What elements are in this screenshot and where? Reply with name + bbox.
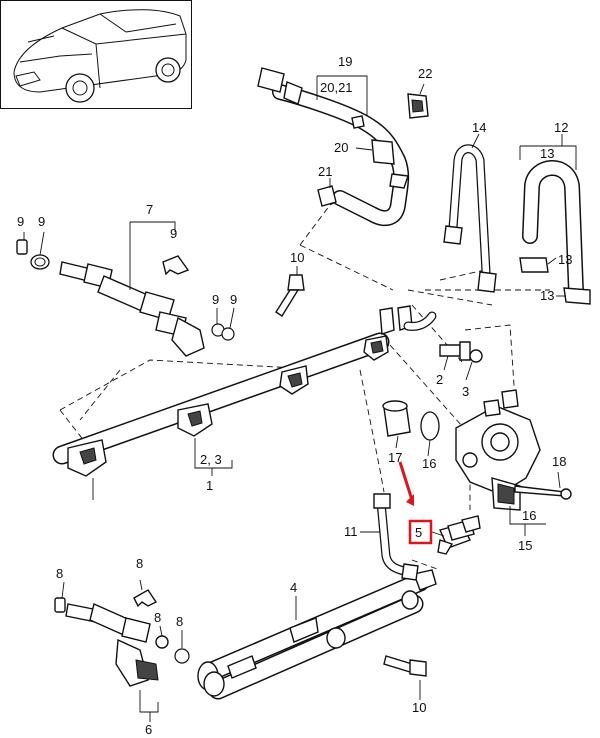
hose-12 [519, 134, 591, 305]
label-12: 12 [554, 120, 568, 135]
label-7: 7 [146, 202, 153, 217]
label-13-top: 13 [540, 146, 554, 161]
pipe-14 [443, 133, 497, 293]
label-15: 15 [518, 538, 532, 553]
label-2: 2 [436, 372, 443, 387]
label-14: 14 [472, 120, 486, 135]
label-6: 6 [145, 722, 152, 737]
label-19: 19 [338, 54, 352, 69]
label-8-a: 8 [136, 556, 143, 571]
label-9-b: 9 [38, 214, 45, 229]
label-20-21: 20,21 [320, 80, 353, 95]
label-21: 21 [318, 164, 332, 179]
label-16-a: 16 [422, 456, 436, 471]
highlight-arrow [398, 461, 414, 506]
group-brackets [92, 438, 233, 500]
label-10-lower: 10 [412, 700, 426, 715]
label-9-d: 9 [212, 292, 219, 307]
label-9-e: 9 [230, 292, 237, 307]
label-1: 1 [206, 478, 213, 493]
label-10-upper: 10 [290, 250, 304, 265]
label-22: 22 [418, 66, 432, 81]
pipe-11 [360, 493, 419, 581]
car-thumbnail [0, 0, 192, 109]
label-8-c: 8 [154, 610, 161, 625]
part-labels: 19 20,21 22 20 21 14 12 13 13 13 7 9 9 9… [17, 54, 572, 737]
high-pressure-pump [382, 389, 572, 536]
highlight-box-5 [408, 519, 433, 545]
bolt-upper [275, 266, 305, 317]
fitting-2-3 [439, 341, 483, 381]
label-16-b: 16 [522, 508, 536, 523]
label-11: 11 [344, 524, 358, 539]
pressure-sensor [431, 515, 481, 555]
label-20: 20 [334, 140, 348, 155]
hose-assembly [257, 67, 429, 227]
label-13-low: 13 [540, 288, 554, 303]
injector-lower [54, 579, 190, 722]
injector-upper [16, 221, 235, 357]
bolt-lower [383, 655, 427, 700]
label-8-b: 8 [56, 566, 63, 581]
label-8-d: 8 [176, 614, 183, 629]
lower-fuel-rail [197, 569, 437, 700]
upper-fuel-rail [52, 305, 437, 477]
label-13-mid: 13 [558, 252, 572, 267]
label-4: 4 [290, 580, 297, 595]
label-3: 3 [462, 384, 469, 399]
label-5: 5 [415, 525, 422, 540]
label-9-c: 9 [170, 226, 177, 241]
label-2-3: 2, 3 [200, 452, 222, 467]
label-17: 17 [388, 450, 402, 465]
label-9-a: 9 [17, 214, 24, 229]
label-18: 18 [552, 454, 566, 469]
